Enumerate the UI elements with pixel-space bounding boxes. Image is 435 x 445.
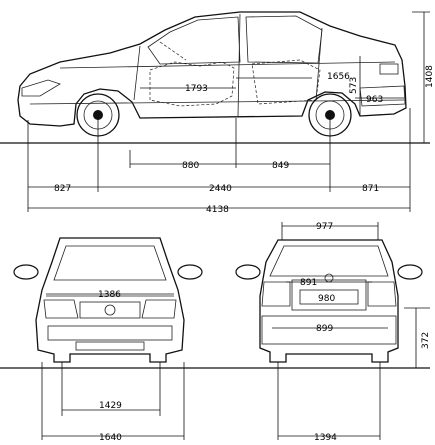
front-bumper — [47, 325, 173, 341]
front-right-headlight — [141, 299, 177, 319]
side-view: 1793 1656 963 573 1408 880 849 827 2440 … — [0, 11, 435, 215]
front-air-intake — [75, 341, 145, 351]
dim-interior-length: 1793 — [185, 84, 208, 94]
dim-front-overhang: 827 — [54, 184, 71, 194]
dim-front-width-upper: 1386 — [98, 290, 121, 300]
rear-right-tail-light — [367, 281, 397, 307]
rear-left-mirror — [235, 264, 261, 280]
dim-front-track: 1429 — [99, 401, 122, 411]
rear-seat-outline — [251, 59, 321, 105]
side-rear-bumper — [359, 85, 406, 107]
side-front-window — [147, 16, 241, 65]
front-body-outline — [35, 237, 185, 363]
rear-right-mirror — [397, 264, 423, 280]
front-badge — [104, 304, 116, 316]
dim-rear-cabin: 1656 — [327, 72, 350, 82]
steering-outline — [159, 41, 187, 61]
rear-body-outline — [259, 239, 399, 363]
dim-overall-length: 4138 — [206, 205, 229, 215]
dim-pillar-to-rear-axle: 849 — [272, 161, 289, 171]
front-grille — [79, 301, 141, 319]
a-pillar-line — [133, 45, 141, 101]
rear-license-plate — [299, 289, 359, 305]
front-left-headlight — [43, 299, 79, 319]
dim-overall-width: 1640 — [99, 433, 122, 443]
dim-trunk-length: 963 — [366, 95, 383, 105]
rear-bumper — [261, 315, 397, 345]
side-sill-line — [29, 99, 405, 105]
front-windshield — [53, 245, 167, 281]
c-pillar-line — [315, 27, 323, 101]
rear-window — [269, 245, 389, 277]
dim-rear-height: 573 — [349, 77, 359, 94]
front-view: 1386 1429 1640 — [0, 237, 430, 443]
dim-overall-height: 1408 — [425, 65, 435, 88]
side-body-outline — [17, 11, 407, 127]
side-headlight — [21, 79, 61, 97]
dim-rear-overhang: 871 — [362, 184, 379, 194]
rear-trunk-lid — [291, 279, 367, 311]
side-rear-window — [245, 15, 323, 64]
dim-trunk-lid-width: 980 — [318, 294, 335, 304]
dim-load-sill-height: 372 — [421, 332, 431, 349]
rear-left-tail-light — [261, 281, 291, 307]
front-right-mirror — [177, 264, 203, 280]
front-seat-outline — [149, 61, 235, 107]
rear-view: 977 891 980 899 372 1394 — [235, 222, 431, 443]
dim-rear-track: 1394 — [314, 433, 337, 443]
side-tail-light — [379, 63, 399, 75]
dim-rear-window-lower: 891 — [300, 278, 317, 288]
dim-bumper-width: 899 — [316, 324, 333, 334]
dim-front-axle-to-pillar: 880 — [182, 161, 199, 171]
dim-roof-width: 977 — [316, 222, 333, 232]
front-left-mirror — [13, 264, 39, 280]
rear-badge — [324, 273, 334, 283]
dim-wheelbase: 2440 — [209, 184, 232, 194]
